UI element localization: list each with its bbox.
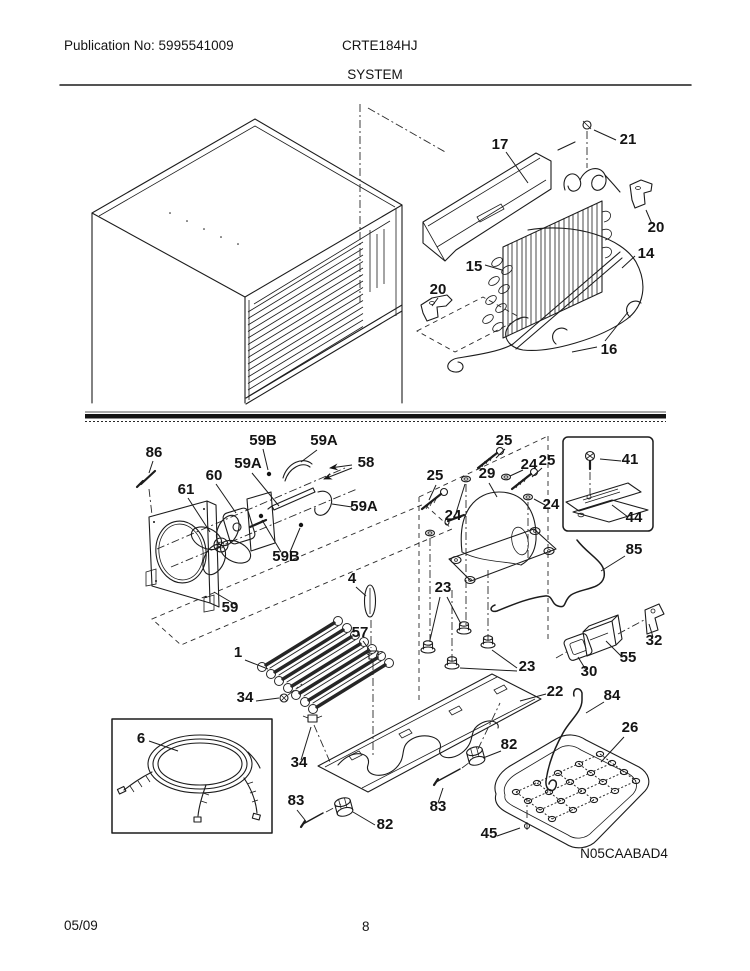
- section-divider: [85, 411, 666, 422]
- part-label-32: 32: [646, 632, 663, 649]
- part-label-61: 61: [178, 481, 195, 498]
- part-label-59a-right: 59A: [350, 498, 378, 515]
- part-label-86: 86: [146, 444, 163, 461]
- part-label-25-left: 25: [427, 467, 444, 484]
- part-label-22: 22: [547, 683, 564, 700]
- part-label-4: 4: [348, 570, 357, 587]
- part-label-57: 57: [352, 624, 369, 641]
- base-plate-drawing: [317, 673, 542, 793]
- cabinet-drawing: [91, 104, 448, 405]
- part-label-30: 30: [581, 663, 598, 680]
- clip-20-left-drawing: [416, 294, 522, 353]
- part-label-24-right: 24: [543, 496, 560, 513]
- part-label-60: 60: [206, 467, 223, 484]
- fan-assembly-drawing: [135, 460, 453, 646]
- part-label-24-left: 24: [445, 507, 462, 524]
- publication-number: Publication No: 5995541009: [64, 38, 234, 53]
- part-label-84: 84: [604, 687, 621, 704]
- part-label-82-right: 82: [501, 736, 518, 753]
- harness-inset-box: [111, 718, 273, 834]
- drier-drawing: [363, 584, 377, 648]
- discharge-tube-drawing: [490, 539, 605, 613]
- bracket-inset-box: [562, 436, 654, 532]
- part-label-59b-bottom: 59B: [272, 548, 300, 565]
- part-label-29: 29: [479, 465, 496, 482]
- part-label-45: 45: [481, 825, 498, 842]
- part-label-15: 15: [466, 258, 483, 275]
- part-label-82-bottom: 82: [377, 816, 394, 833]
- part-label-24-top: 24: [521, 456, 538, 473]
- part-label-85: 85: [626, 541, 643, 558]
- part-label-16: 16: [601, 341, 618, 358]
- part-label-17: 17: [492, 136, 509, 153]
- part-label-34-left: 34: [237, 689, 254, 706]
- part-label-44: 44: [626, 509, 643, 526]
- base-mounts-drawing: [299, 702, 531, 830]
- model-number: CRTE184HJ: [342, 38, 418, 53]
- inlet-tube-drawing: [557, 120, 621, 193]
- part-label-20-right: 20: [648, 219, 665, 236]
- part-label-14: 14: [638, 245, 655, 262]
- part-label-26: 26: [622, 719, 639, 736]
- drawing-code: N05CAABAD4: [580, 846, 668, 861]
- relay-drawing: [555, 603, 665, 661]
- part-label-34-bottom: 34: [291, 754, 308, 771]
- page-title: SYSTEM: [347, 67, 403, 82]
- part-label-59a-left: 59A: [234, 455, 262, 472]
- part-label-55: 55: [620, 649, 637, 666]
- compressor-drawing: [418, 435, 557, 703]
- part-label-83-right: 83: [430, 798, 447, 815]
- part-label-6: 6: [137, 730, 145, 747]
- shelf-cover-drawing: [422, 152, 552, 262]
- footer-date: 05/09: [64, 918, 98, 933]
- clip-20-right-drawing: [629, 179, 653, 209]
- coil-fasteners-drawing: [279, 683, 331, 763]
- part-label-25-right: 25: [539, 452, 556, 469]
- part-label-25-top: 25: [496, 432, 513, 449]
- part-label-41: 41: [622, 451, 639, 468]
- part-label-59: 59: [222, 599, 239, 616]
- part-label-23-top: 23: [435, 579, 452, 596]
- part-label-21: 21: [620, 131, 637, 148]
- part-labels: 17 21 20 15 14 20 16 86 59B 59A 59A 58 6…: [137, 131, 665, 842]
- footer-page-number: 8: [362, 919, 370, 934]
- condenser-coil-drawing: [257, 616, 394, 714]
- part-label-1: 1: [234, 644, 242, 661]
- drain-pan-drawing: [494, 688, 650, 849]
- grommets-drawing: [420, 621, 496, 670]
- part-label-83-left: 83: [288, 792, 305, 809]
- part-label-59a-top: 59A: [310, 432, 338, 449]
- part-label-58: 58: [358, 454, 375, 471]
- part-label-20-left: 20: [430, 281, 447, 298]
- part-label-59b-top: 59B: [249, 432, 277, 449]
- mounting-screws-drawing: [420, 446, 539, 537]
- evaporator-drawing: [482, 200, 612, 339]
- part-label-23-right: 23: [519, 658, 536, 675]
- leader-lines: [148, 129, 654, 837]
